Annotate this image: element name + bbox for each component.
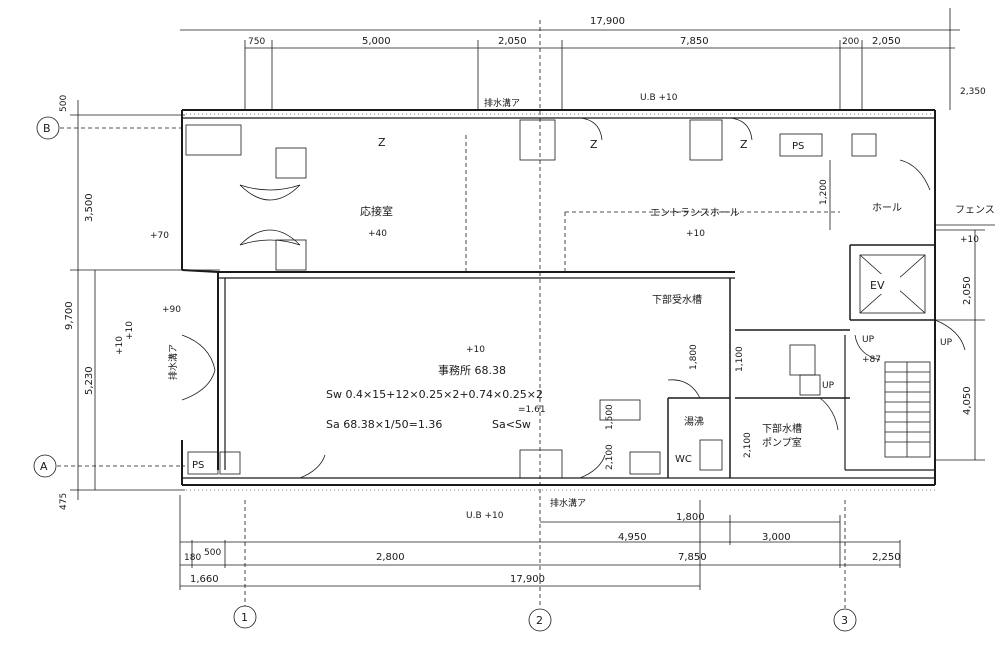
label-ps-bottom: PS — [192, 460, 204, 471]
grid-markers: B A 1 2 3 — [33, 20, 857, 632]
interior-dimensions: 1,200 1,800 2,100 1,500 2,100 1,100 — [605, 160, 831, 470]
label-up-1: UP — [862, 335, 875, 345]
label-fence: フェンス — [955, 205, 995, 216]
note-z-1: Z — [378, 136, 386, 149]
dim-top-1: 750 — [248, 37, 265, 47]
dim-top-right: 2,350 — [960, 87, 986, 97]
dim-bottom-180: 180 — [184, 553, 201, 563]
grid-a: A — [40, 460, 48, 473]
label-office: 事務所 68.38 — [438, 363, 506, 377]
note-top-wall: 排水溝ア — [484, 97, 520, 109]
level-office: +10 — [466, 345, 485, 355]
label-level-87: +87 — [862, 355, 881, 365]
right-dimensions: 2,050 4,050 — [935, 229, 985, 461]
walls — [181, 109, 936, 491]
dim-left-upper: 3,500 — [84, 193, 95, 222]
room-labels: 応接室 +40 エントランスホール +10 +10 事務所 68.38 下部受水… — [360, 202, 995, 465]
dim-bottom-500: 500 — [204, 548, 221, 558]
dim-left-top: 500 — [59, 95, 69, 112]
left-dimensions: 500 3,500 9,700 5,230 475 — [59, 95, 220, 510]
fixtures: PS EV PS — [185, 119, 931, 479]
label-entrance: エントランスホール — [650, 207, 740, 219]
dim-top-6: 2,050 — [872, 36, 901, 47]
label-ps-top: PS — [792, 141, 804, 152]
bottom-dimensions: 1,800 4,950 3,000 180 500 2,800 7,850 2,… — [179, 495, 901, 590]
level-reception: +40 — [368, 229, 387, 239]
dim-int-2100a: 2,100 — [605, 444, 615, 470]
label-hall: ホール — [872, 202, 902, 214]
note-left-side-b: +10 — [125, 321, 135, 340]
grid-1: 1 — [241, 611, 248, 624]
dim-bottom-17900: 17,900 — [510, 574, 545, 585]
calculations: Sw 0.4×15+12×0.25×2+0.74×0.25×2 =1.61 Sa… — [326, 388, 546, 431]
dim-ent: 1,200 — [819, 179, 829, 205]
dim-bottom-4950: 4,950 — [618, 532, 647, 543]
staircase — [884, 361, 931, 458]
dim-int-1500: 1,500 — [605, 404, 615, 430]
dim-int-1100: 1,100 — [735, 346, 745, 372]
dim-bottom-7850: 7,850 — [678, 552, 707, 563]
formula-sw: Sw 0.4×15+12×0.25×2+0.74×0.25×2 — [326, 388, 543, 401]
dim-right-2050: 2,050 — [962, 276, 973, 305]
dim-int-2100b: 2,100 — [743, 432, 753, 458]
dim-left-lower: 5,230 — [84, 366, 95, 395]
dim-top-3: 2,050 — [498, 36, 527, 47]
note-z-3: Z — [740, 138, 748, 151]
note-left-level: +90 — [162, 305, 181, 315]
note-right-edge: +10 — [960, 235, 979, 245]
label-pump-room: 下部水槽ポンプ室 — [762, 422, 802, 449]
note-bottom-wall: 排水溝ア — [550, 497, 586, 509]
annotations: 排水溝ア U.B +10 U.B +10 排水溝ア 排水溝ア +90 +70 +… — [115, 93, 995, 521]
top-dimensions: 17,900 750 5,000 2,050 7,850 200 2,050 2… — [180, 8, 986, 110]
note-left-wall: 排水溝ア — [167, 344, 179, 380]
formula-sa: Sa 68.38×1/50=1.36 — [326, 418, 442, 431]
dim-top-overall: 17,900 — [590, 16, 625, 27]
dim-bottom-1660: 1,660 — [190, 574, 219, 585]
note-left-side-a: +10 — [115, 336, 125, 355]
dim-top-4: 7,850 — [680, 36, 709, 47]
doors — [181, 117, 966, 479]
formula-sw-result: =1.61 — [518, 405, 546, 415]
note-left-margin: +70 — [150, 231, 169, 241]
dim-left-bottom: 475 — [59, 493, 69, 510]
note-z-2: Z — [590, 138, 598, 151]
dim-int-1800: 1,800 — [689, 344, 699, 370]
label-reception: 応接室 — [360, 204, 393, 218]
label-water-tank: 下部受水槽 — [652, 293, 702, 306]
note-bottom-ub: U.B +10 — [466, 511, 504, 521]
dim-top-2: 5,000 — [362, 36, 391, 47]
label-up-3: UP — [940, 338, 953, 348]
dim-bottom-3000: 3,000 — [762, 532, 791, 543]
dim-bottom-2800: 2,800 — [376, 552, 405, 563]
dim-left-overall: 9,700 — [64, 301, 75, 330]
grid-3: 3 — [841, 614, 848, 627]
grid-b: B — [43, 122, 51, 135]
label-wc: WC — [675, 454, 692, 465]
dim-right-4050: 4,050 — [962, 386, 973, 415]
dim-bottom-1800: 1,800 — [676, 512, 705, 523]
label-kitchen: 湯沸 — [684, 415, 704, 428]
grid-2: 2 — [536, 614, 543, 627]
label-up-2: UP — [822, 381, 835, 391]
level-entrance: +10 — [686, 229, 705, 239]
note-top-ub: U.B +10 — [640, 93, 678, 103]
dim-top-5: 200 — [842, 37, 859, 47]
formula-compare: Sa<Sw — [492, 418, 531, 431]
label-ev: EV — [870, 279, 885, 292]
dim-bottom-2250: 2,250 — [872, 552, 901, 563]
